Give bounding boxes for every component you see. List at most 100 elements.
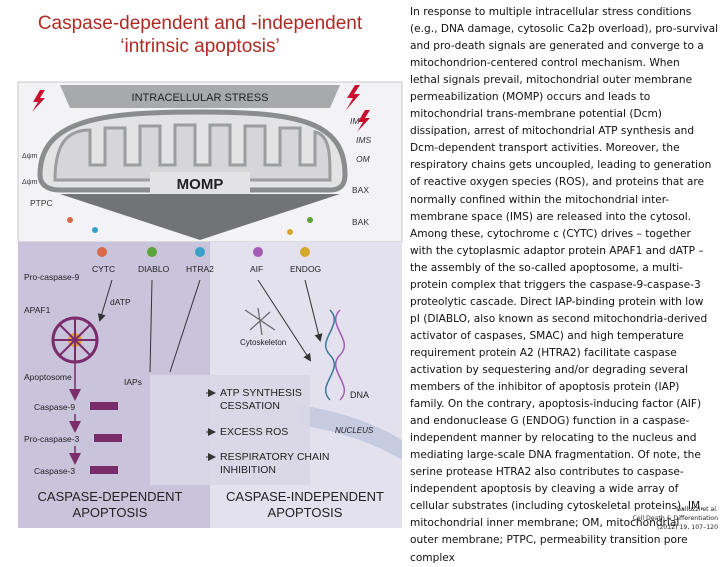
casp3-bar [90, 466, 118, 474]
momp-box [150, 172, 250, 194]
lightning-icon [32, 90, 45, 112]
body-line: members of the inhibitor of apoptosis pr… [410, 381, 680, 394]
citation-volume: (2012) 19, 107–120 [656, 524, 718, 531]
nucleus-label: NUCLEUS [335, 426, 374, 435]
dna-label: DNA [350, 390, 369, 400]
body-line: lethal signals prevail, mitochondrial ou… [410, 74, 693, 87]
caspase-dependent-line2: APOPTOSIS [73, 505, 148, 520]
dna-icon [334, 309, 346, 401]
body-line: requirement protein A2 (HTRA2) facilitat… [410, 346, 677, 359]
casp9-label: Caspase-9 [34, 402, 75, 412]
body-line: mitochondrial inner membrane; OM, mitoch… [410, 517, 680, 530]
caspase-independent-line1: CASPASE-INDEPENDENT [226, 489, 384, 504]
casp3-label: Caspase-3 [34, 466, 75, 476]
body-line: mitochondrion-centered control mechanism… [410, 57, 680, 70]
bak-label: BAK [352, 217, 369, 227]
caspase-dependent-line1: CASPASE-DEPENDENT [38, 489, 183, 504]
apaf1-label: APAF1 [24, 305, 51, 315]
htra2-inhibit [169, 279, 201, 373]
body-line: dissipation, arrest of mitochondrial ATP… [410, 125, 695, 138]
atp-cessation-line2: CESSATION [220, 400, 280, 412]
ims-label: IMS [356, 135, 371, 145]
om-label: OM [356, 154, 371, 164]
lightning-icon [346, 85, 360, 110]
body-line: serine protease HTRA2 also contributes t… [410, 466, 684, 479]
psi-label-1: Δψm [22, 153, 38, 160]
body-line: In response to multiple intracellular st… [410, 6, 692, 18]
body-line: mediating large-scale DNA fragmentation.… [410, 449, 701, 462]
nucleus-outline [300, 405, 402, 460]
procasp3-label: Pro-caspase-3 [24, 434, 80, 444]
body-text: In response to multiple intracellular st… [410, 4, 718, 567]
caspase-independent-line2: APOPTOSIS [268, 505, 343, 520]
body-line: independent manner by relocating to the … [410, 432, 697, 445]
protein-dot [92, 227, 98, 233]
title-line-1: Caspase-dependent and -independent [37, 13, 363, 34]
endog-icon [300, 247, 310, 257]
iaps-label: IAPs [124, 377, 142, 387]
body-line: with the cytoplasmic adaptor protein APA… [410, 244, 704, 257]
stress-label: INTRACELLULAR STRESS [132, 92, 269, 104]
body-line: pI (DIABLO, also known as second mitocho… [410, 312, 708, 325]
procasp3-bar [94, 434, 122, 442]
datp-arrow [97, 279, 113, 322]
body-line: membrane space (IMS) are released into t… [410, 210, 692, 223]
lightning-icon [357, 110, 370, 132]
slide-title: Caspase-dependent and -independent ‘intr… [10, 12, 390, 58]
aif-icon [253, 247, 263, 257]
body-line: the assembly of the so-called apoptosome… [410, 261, 683, 274]
cytoskeleton-icon [244, 307, 276, 336]
title-line-2: ‘intrinsic apoptosis’ [120, 36, 280, 57]
body-line: mitochondrial trans-membrane potential (… [410, 108, 662, 121]
body-line: activation by sequestering and/or degrad… [410, 363, 689, 376]
momp-label: MOMP [177, 176, 224, 193]
resp-chain-line2: INHIBITION [220, 464, 276, 476]
protein-dot [67, 217, 73, 223]
excess-ros: EXCESS ROS [220, 426, 288, 438]
endog-arrow [304, 279, 323, 342]
citation-authors: Galluzzi et al. [676, 506, 718, 513]
im-label: IM [350, 116, 360, 126]
diablo-label: DIABLO [138, 264, 170, 274]
endog-label: ENDOG [290, 264, 321, 274]
stress-band [60, 85, 340, 108]
cytoskeleton-label: Cytoskeleton [240, 338, 286, 347]
ptpc-label: PTPC [30, 198, 53, 208]
body-line: Dcm-dependent transport activities. More… [410, 142, 680, 155]
apoptosome-label: Apoptosome [24, 372, 72, 382]
resp-chain-line1: RESPIRATORY CHAIN [220, 451, 330, 463]
momp-arrow [60, 194, 340, 240]
cytc-icon [97, 247, 107, 257]
body-line: normally confined within the mitochondri… [410, 193, 670, 206]
diablo-icon [147, 247, 157, 257]
datp-label: dATP [110, 297, 131, 307]
htra2-label: HTRA2 [186, 264, 214, 274]
protein-dot [287, 229, 293, 235]
aif-label: AIF [250, 264, 263, 274]
body-line: proteolytic cascade. Direct IAP-binding … [410, 295, 704, 308]
body-line: and pro-death signals are generated and … [410, 40, 704, 53]
apoptosome-wheel [51, 316, 99, 364]
dna-icon [324, 309, 336, 401]
body-line: independent apoptosis by cleaving a wide… [410, 483, 679, 496]
casp9-bar [90, 402, 118, 410]
procasp9-label: Pro-caspase-9 [24, 272, 80, 282]
apoptosis-diagram: INTRACELLULAR STRESS MOMP IM IMS OM BAX … [17, 81, 403, 528]
body-line: of reactive oxygen species (ROS), and pr… [410, 176, 705, 189]
body-line: cellular substrates (including cytoskele… [410, 500, 704, 513]
body-line: respiratory chains gets uncoupled, leadi… [410, 159, 712, 172]
body-line: permeabilization (MOMP) occurs and leads… [410, 91, 651, 104]
mitochondrion-inner-membrane [53, 123, 332, 182]
body-line: activator of caspases, SMAC) and high te… [410, 329, 684, 342]
protein-dot [307, 217, 313, 223]
body-line: protein complex that triggers the caspas… [410, 278, 701, 291]
body-line: outer membrane; PTPC, permeability trans… [410, 534, 688, 547]
htra2-icon [195, 247, 205, 257]
bax-label: BAX [352, 185, 369, 195]
body-line: Among these, cytochrome c (CYTC) drives … [410, 227, 691, 240]
body-line: complex [410, 551, 455, 564]
diablo-inhibit [149, 279, 153, 373]
citation: Galluzzi et al. Cell Death & Differentia… [600, 505, 718, 532]
body-line: and endonuclease G (ENDOG) function in a… [410, 415, 690, 428]
consequences-box [150, 375, 310, 485]
